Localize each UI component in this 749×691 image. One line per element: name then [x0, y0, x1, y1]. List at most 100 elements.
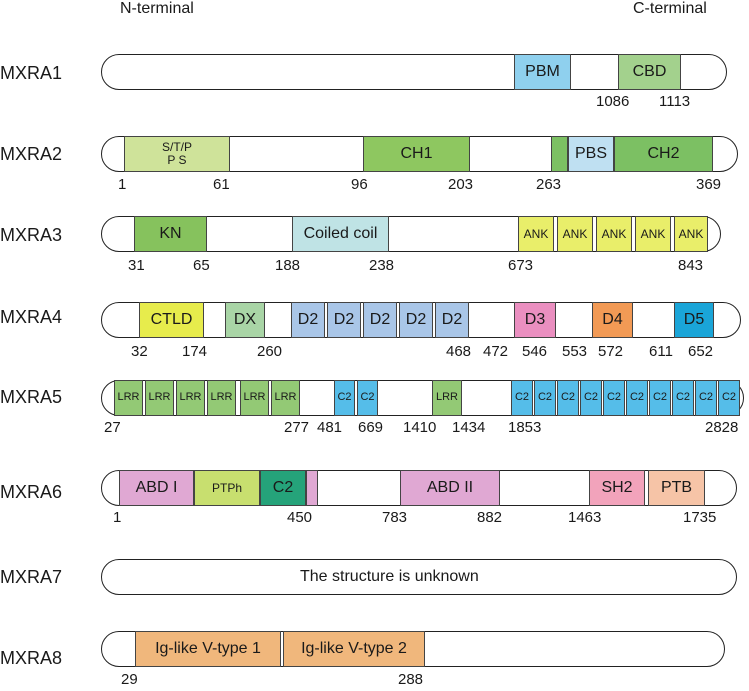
domain-abd-ii: ABD II — [400, 470, 500, 506]
domain-c2: C2 — [649, 380, 671, 416]
domain-ank: ANK — [635, 216, 671, 252]
domain-c2: C2 — [357, 380, 378, 416]
position-number: 1 — [113, 509, 122, 526]
position-number: 288 — [398, 671, 424, 688]
domain-c2: C2 — [534, 380, 556, 416]
c-terminal-label: C-terminal — [633, 0, 707, 17]
domain-d3: D3 — [514, 302, 556, 338]
position-number: 263 — [536, 176, 562, 193]
domain-stp-ps: S/T/P P S — [124, 136, 230, 172]
position-number: 1 — [118, 176, 127, 193]
position-number: 32 — [131, 343, 148, 360]
position-number: 174 — [182, 343, 208, 360]
position-number: 203 — [448, 176, 474, 193]
position-number: 450 — [287, 509, 313, 526]
position-number: 277 — [284, 419, 310, 436]
domain-ctld: CTLD — [139, 302, 204, 338]
position-number: 1410 — [403, 419, 437, 436]
domain-ank: ANK — [596, 216, 632, 252]
domain-abd-i-tail — [306, 470, 318, 506]
position-number: 31 — [128, 257, 145, 274]
domain-d2: D2 — [327, 302, 361, 338]
domain-ank: ANK — [518, 216, 554, 252]
position-number: 61 — [213, 176, 230, 193]
domain-lrr: LRR — [271, 380, 300, 416]
domain-ank: ANK — [674, 216, 708, 252]
domain-dx: DX — [225, 302, 265, 338]
position-number: 572 — [598, 343, 624, 360]
domain-ch2-fragment — [551, 136, 568, 172]
position-number: 188 — [275, 257, 301, 274]
domain-c2: C2 — [695, 380, 717, 416]
domain-lrr: LRR — [240, 380, 269, 416]
position-number: 481 — [317, 419, 343, 436]
position-number: 882 — [477, 509, 503, 526]
domain-lrr: LRR — [207, 380, 236, 416]
domain-d4: D4 — [592, 302, 633, 338]
position-number: 1463 — [568, 509, 602, 526]
domain-c2: C2 — [557, 380, 579, 416]
domain-c2: C2 — [626, 380, 648, 416]
n-terminal-label: N-terminal — [120, 0, 194, 17]
domain-ch2: CH2 — [614, 136, 713, 172]
domain-lrr: LRR — [114, 380, 143, 416]
domain-d2: D2 — [291, 302, 325, 338]
position-number: 29 — [121, 671, 138, 688]
domain-pbm: PBM — [514, 54, 571, 90]
domain-lrr: LRR — [432, 380, 462, 416]
domain-pbs: PBS — [568, 136, 614, 172]
position-number: 96 — [351, 176, 368, 193]
domain-coiled-coil: Coiled coil — [292, 216, 389, 252]
position-number: 27 — [104, 419, 121, 436]
row-label-mxra1: MXRA1 — [0, 63, 63, 83]
domain-c2: C2 — [334, 380, 355, 416]
domain-ch1: CH1 — [363, 136, 470, 172]
domain-ank: ANK — [557, 216, 593, 252]
position-number: 238 — [369, 257, 395, 274]
domain-d2: D2 — [399, 302, 433, 338]
domain-lrr: LRR — [176, 380, 205, 416]
position-number: 1735 — [683, 509, 717, 526]
position-number: 611 — [649, 343, 673, 360]
position-number: 1434 — [452, 419, 486, 436]
domain-sh2: SH2 — [589, 470, 645, 506]
position-number: 2828 — [705, 419, 739, 436]
domain-c2: C2 — [260, 470, 306, 506]
domain-ig-like-v-type-2: Ig-like V-type 2 — [283, 631, 425, 667]
row-label-mxra4: MXRA4 — [0, 307, 63, 327]
row-label-mxra2: MXRA2 — [0, 144, 63, 164]
unknown-structure-text: The structure is unknown — [300, 568, 479, 585]
position-number: 673 — [508, 257, 534, 274]
domain-c2: C2 — [718, 380, 740, 416]
domain-c2: C2 — [511, 380, 533, 416]
position-number: 669 — [358, 419, 384, 436]
domain-d2: D2 — [363, 302, 397, 338]
position-number: 472 — [483, 343, 509, 360]
domain-c2: C2 — [672, 380, 694, 416]
position-number: 1086 — [596, 93, 630, 110]
domain-kn: KN — [134, 216, 207, 252]
domain-c2: C2 — [603, 380, 625, 416]
position-number: 553 — [562, 343, 588, 360]
domain-abd-i: ABD I — [119, 470, 194, 506]
row-label-mxra5: MXRA5 — [0, 387, 63, 407]
position-number: 843 — [678, 257, 704, 274]
domain-c2: C2 — [580, 380, 602, 416]
domain-d2: D2 — [435, 302, 469, 338]
row-label-mxra6: MXRA6 — [0, 482, 63, 502]
position-number: 260 — [257, 343, 283, 360]
position-number: 783 — [382, 509, 408, 526]
position-number: 65 — [193, 257, 210, 274]
position-number: 468 — [446, 343, 472, 360]
protein-bar-mxra7 — [101, 559, 737, 595]
domain-cbd: CBD — [618, 54, 681, 90]
domain-ig-like-v-type-1: Ig-like V-type 1 — [135, 631, 281, 667]
row-label-mxra8: MXRA8 — [0, 648, 63, 668]
position-number: 546 — [522, 343, 548, 360]
position-number: 369 — [696, 176, 722, 193]
row-label-mxra3: MXRA3 — [0, 225, 63, 245]
domain-lrr: LRR — [145, 380, 174, 416]
position-number: 1113 — [659, 93, 691, 110]
domain-ptph: PTPh — [194, 470, 260, 506]
domain-ptb: PTB — [648, 470, 705, 506]
